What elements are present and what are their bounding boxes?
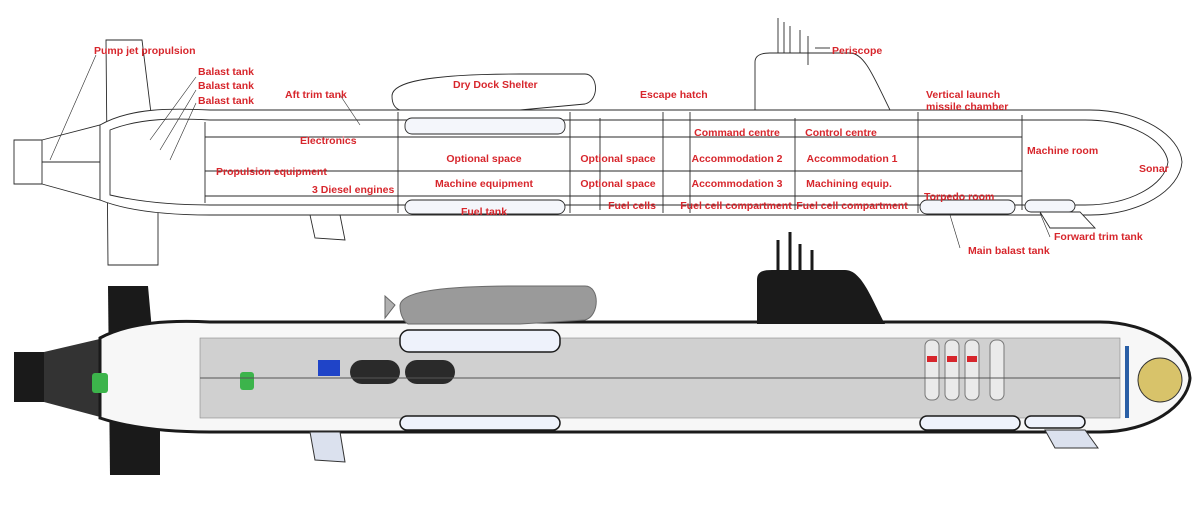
- dry-dock-shelter-outline: [391, 73, 596, 111]
- bow-ring: [1125, 346, 1129, 418]
- pump-jet-duct-rendered: [44, 338, 104, 418]
- label-balast-tank-1: Balast tank: [198, 66, 255, 78]
- label-fuel-cell-compartment-2: Fuel cell compartment: [796, 200, 908, 212]
- label-main-balast-tank: Main balast tank: [968, 245, 1050, 257]
- label-fuel-cell-compartment-1: Fuel cell compartment: [680, 200, 792, 212]
- label-accommodation-3: Accommodation 3: [691, 178, 783, 190]
- sail-outline-top: [754, 52, 891, 111]
- label-machine-room: Machine room: [1027, 145, 1099, 157]
- label-torpedo-room: Torpedo room: [924, 191, 995, 203]
- lower-fin-top: [309, 214, 346, 241]
- label-pump-jet: Pump jet propulsion: [94, 45, 196, 57]
- label-command-centre: Command centre: [694, 127, 780, 139]
- dry-dock-shelter-rendered: [399, 285, 597, 325]
- label-missile-chamber: missile chamber: [926, 101, 1009, 113]
- label-balast-tank-2: Balast tank: [198, 80, 255, 92]
- hull-inner-top: [109, 118, 1169, 206]
- sonar-sphere: [1137, 357, 1183, 403]
- label-optional-space-3: Optional space: [580, 178, 656, 190]
- missile-tips: [927, 356, 977, 362]
- label-machining-equip: Machining equip.: [806, 178, 892, 190]
- bow-fin-rendered: [1044, 429, 1099, 449]
- label-periscope: Periscope: [832, 45, 883, 57]
- bow-fin-top: [1039, 211, 1097, 229]
- shelter-prop: [384, 294, 396, 320]
- hull-outline-top: [99, 108, 1183, 216]
- motor-green: [92, 373, 108, 393]
- label-optional-space-2: Optional space: [580, 153, 656, 165]
- vertical-missiles: [924, 339, 1005, 401]
- tank-outlines: [404, 117, 1076, 215]
- masts-rendered: [776, 232, 814, 290]
- label-fuel-cells: Fuel cells: [608, 200, 656, 212]
- leader-lines: [49, 54, 1051, 249]
- tanks-rendered: [399, 329, 1086, 431]
- line-drawing-submarine: [13, 18, 1183, 266]
- label-forward-trim-tank: Forward trim tank: [1054, 231, 1143, 243]
- label-aft-trim-tank: Aft trim tank: [285, 89, 347, 101]
- label-accommodation-1: Accommodation 1: [806, 153, 898, 165]
- label-fuel-tank: Fuel tank: [460, 206, 508, 218]
- label-vertical-launch: Vertical launch: [926, 89, 1001, 101]
- label-balast-tank-3: Balast tank: [198, 95, 255, 107]
- pump-jet-rendered: [14, 352, 44, 402]
- label-accommodation-2: Accommodation 2: [691, 153, 783, 165]
- blue-box: [318, 360, 340, 376]
- label-propulsion-equipment: Propulsion equipment: [216, 166, 327, 178]
- motor-green-2: [240, 372, 254, 390]
- label-optional-space-1: Optional space: [446, 153, 522, 165]
- label-sonar: Sonar: [1139, 163, 1169, 175]
- label-dry-dock-shelter: Dry Dock Shelter: [453, 79, 538, 91]
- label-electronics: Electronics: [300, 135, 357, 147]
- rendered-cutaway-submarine: [14, 232, 1192, 475]
- lower-fin-rendered: [309, 431, 346, 463]
- label-diesel-engines: 3 Diesel engines: [312, 184, 395, 196]
- label-machine-equipment: Machine equipment: [434, 178, 534, 190]
- label-control-centre: Control centre: [805, 127, 877, 139]
- sail-rendered: [757, 270, 885, 324]
- label-escape-hatch: Escape hatch: [640, 89, 708, 101]
